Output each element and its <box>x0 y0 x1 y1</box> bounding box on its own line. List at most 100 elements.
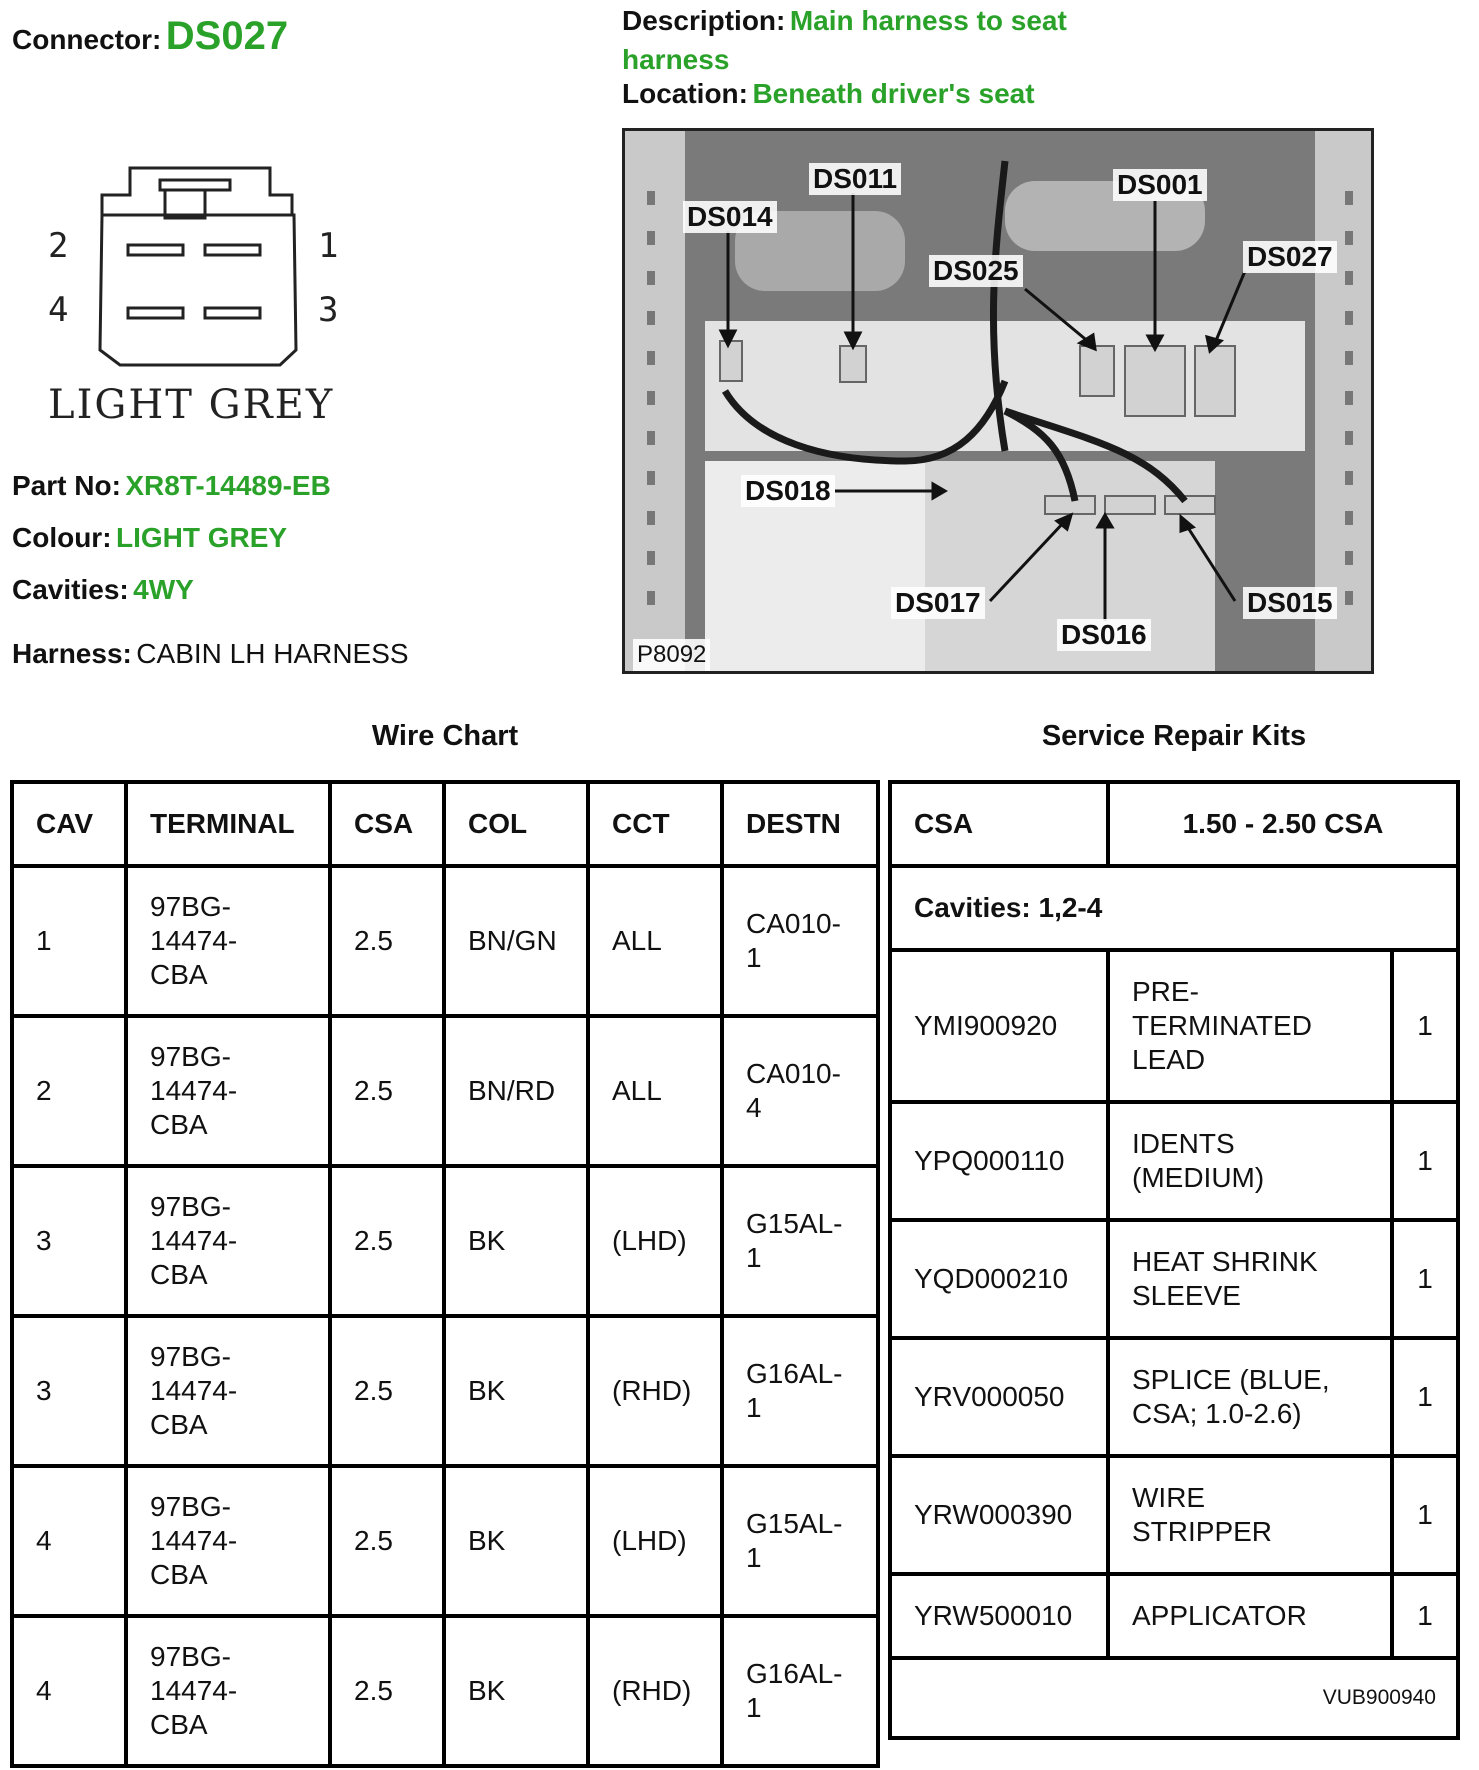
col-header-col: COL <box>446 784 590 868</box>
cell-csa: 2.5 <box>332 868 446 1018</box>
cell-terminal: 97BG-14474-CBA <box>128 868 332 1018</box>
kit-part-no: YRV000050 <box>892 1340 1110 1458</box>
description: Description: Main harness to seat harnes… <box>622 5 1067 75</box>
cell-cav: 1 <box>14 868 128 1018</box>
pin-4-label: 4 <box>48 290 69 330</box>
cell-destn: G16AL-1 <box>724 1618 876 1764</box>
harness: Harness: CABIN LH HARNESS <box>12 638 409 669</box>
cavities: Cavities: 4WY <box>12 574 194 605</box>
cell-col: BK <box>446 1618 590 1764</box>
cell-cct: (RHD) <box>590 1618 724 1764</box>
cell-terminal: 97BG-14474-CBA <box>128 1168 332 1318</box>
cell-destn: G15AL-1 <box>724 1468 876 1618</box>
kit-qty: 1 <box>1394 1104 1456 1222</box>
destn-line: CA010- <box>746 908 841 939</box>
cell-cav: 4 <box>14 1618 128 1764</box>
destn-line: 1 <box>746 1242 762 1273</box>
destn-line: G16AL- <box>746 1358 843 1389</box>
kit-desc-line: PRE- <box>1132 976 1199 1007</box>
kits-cavities: Cavities: 1,2-4 <box>892 868 1456 952</box>
cell-col: BK <box>446 1318 590 1468</box>
kit-part-no: YPQ000110 <box>892 1104 1110 1222</box>
kit-qty: 1 <box>1394 1222 1456 1340</box>
repair-kits-table: CSA 1.50 - 2.50 CSA Cavities: 1,2-4 YMI9… <box>888 780 1460 1740</box>
table-row: 1 97BG-14474-CBA 2.5 BN/GN ALL CA010-1 <box>14 868 876 1018</box>
photo-ref: P8092 <box>633 639 711 671</box>
table-row: 2 97BG-14474-CBA 2.5 BN/RD ALL CA010-4 <box>14 1018 876 1168</box>
cell-terminal: 97BG-14474-CBA <box>128 1468 332 1618</box>
kit-qty: 1 <box>1394 1576 1456 1660</box>
cell-destn: CA010-1 <box>724 868 876 1018</box>
terminal-line: CBA <box>150 1109 208 1140</box>
kits-header-csa: CSA <box>892 784 1110 868</box>
destn-line: 4 <box>746 1092 762 1123</box>
cell-terminal: 97BG-14474-CBA <box>128 1318 332 1468</box>
table-row: YRW500010 APPLICATOR 1 <box>892 1576 1456 1660</box>
terminal-line: 14474- <box>150 1375 238 1406</box>
cell-col: BN/RD <box>446 1018 590 1168</box>
colour: Colour: LIGHT GREY <box>12 522 288 553</box>
cell-col: BK <box>446 1468 590 1618</box>
table-row: YRV000050 SPLICE (BLUE,CSA; 1.0-2.6) 1 <box>892 1340 1456 1458</box>
kit-desc-line: SPLICE (BLUE, <box>1132 1364 1330 1395</box>
photo-tag-ds011: DS011 <box>809 163 902 195</box>
kit-part-no: YMI900920 <box>892 952 1110 1104</box>
kit-desc-line: SLEEVE <box>1132 1280 1241 1311</box>
destn-line: G15AL- <box>746 1208 843 1239</box>
connector-colour-text: LIGHT GREY <box>48 382 335 428</box>
photo-tag-ds014: DS014 <box>683 201 777 233</box>
table-row: 3 97BG-14474-CBA 2.5 BK (RHD) G16AL-1 <box>14 1318 876 1468</box>
destn-line: CA010- <box>746 1058 841 1089</box>
kits-reference-code: VUB900940 <box>1322 1686 1436 1709</box>
terminal-line: CBA <box>150 1409 208 1440</box>
cell-csa: 2.5 <box>332 1168 446 1318</box>
kit-qty: 1 <box>1394 1340 1456 1458</box>
destn-line: 1 <box>746 1392 762 1423</box>
cell-cct: (RHD) <box>590 1318 724 1468</box>
kit-desc-line: STRIPPER <box>1132 1516 1273 1547</box>
table-row: 3 97BG-14474-CBA 2.5 BK (LHD) G15AL-1 <box>14 1168 876 1318</box>
destn-line: G16AL- <box>746 1658 843 1689</box>
terminal-line: 97BG- <box>150 1191 231 1222</box>
pin-1-label: 1 <box>318 226 339 266</box>
terminal-line: 14474- <box>150 1225 238 1256</box>
terminal-line: CBA <box>150 1709 208 1740</box>
location-photo: DS014 DS011 DS001 DS025 DS027 DS018 DS01… <box>622 128 1374 674</box>
wire-chart-title: Wire Chart <box>371 720 519 752</box>
col-header-destn: DESTN <box>724 784 876 868</box>
kits-cavities-row: Cavities: 1,2-4 <box>892 868 1456 952</box>
cell-cct: ALL <box>590 868 724 1018</box>
terminal-line: 14474- <box>150 1675 238 1706</box>
connector-outline <box>98 166 298 367</box>
terminal-line: CBA <box>150 959 208 990</box>
pin-2-label: 2 <box>48 226 69 266</box>
cell-cav: 3 <box>14 1168 128 1318</box>
connector-heading: Connector: DS027 <box>12 14 289 58</box>
cell-col: BN/GN <box>446 868 590 1018</box>
cell-csa: 2.5 <box>332 1618 446 1764</box>
destn-line: G15AL- <box>746 1508 843 1539</box>
cell-cct: (LHD) <box>590 1168 724 1318</box>
kit-desc-line: APPLICATOR <box>1132 1600 1307 1631</box>
cell-destn: G16AL-1 <box>724 1318 876 1468</box>
cell-terminal: 97BG-14474-CBA <box>128 1618 332 1764</box>
repair-kits-header-row: CSA 1.50 - 2.50 CSA <box>892 784 1456 868</box>
kit-desc-line: LEAD <box>1132 1044 1206 1075</box>
kit-desc-line: IDENTS <box>1132 1128 1235 1159</box>
kit-part-no: YQD000210 <box>892 1222 1110 1340</box>
cell-terminal: 97BG-14474-CBA <box>128 1018 332 1168</box>
kit-part-no: YRW000390 <box>892 1458 1110 1576</box>
table-row: YPQ000110 IDENTS(MEDIUM) 1 <box>892 1104 1456 1222</box>
cell-cct: ALL <box>590 1018 724 1168</box>
col-header-cav: CAV <box>14 784 128 868</box>
kit-description: SPLICE (BLUE,CSA; 1.0-2.6) <box>1110 1340 1394 1458</box>
kit-qty: 1 <box>1394 952 1456 1104</box>
photo-tag-ds016: DS016 <box>1057 619 1151 651</box>
photo-tag-ds015: DS015 <box>1243 587 1337 619</box>
pin-3-label: 3 <box>318 290 339 330</box>
cell-destn: G15AL-1 <box>724 1168 876 1318</box>
terminal-line: CBA <box>150 1259 208 1290</box>
